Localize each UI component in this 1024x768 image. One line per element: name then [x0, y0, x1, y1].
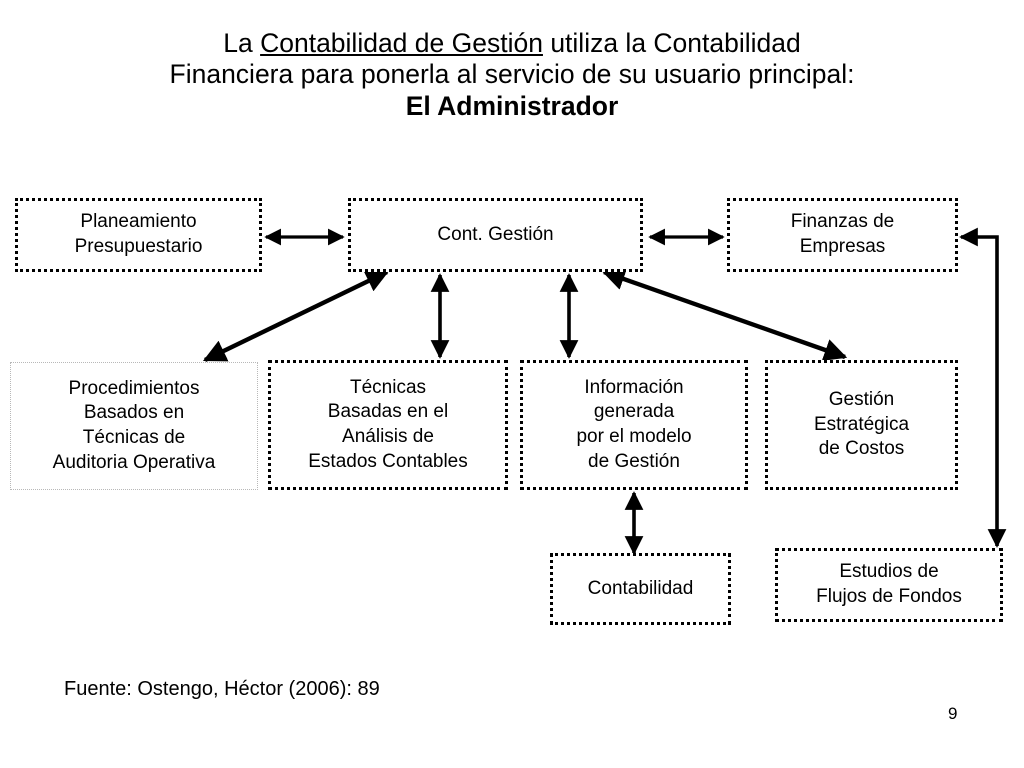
node-gestion-estrategica-costos-label: Gestión Estratégica de Costos [813, 388, 910, 460]
node-cont-gestion-label: Cont. Gestión [437, 223, 554, 245]
edge-estudios-finanzas-elbow [959, 227, 1007, 548]
edge-contgestion-procedimientos [202, 270, 390, 362]
slide-title: La Contabilidad de Gestión utiliza la Co… [0, 28, 1024, 122]
node-gestion-estrategica-costos[interactable]: Gestión Estratégica de Costos [765, 360, 958, 490]
node-tecnicas-estados-contables[interactable]: Técnicas Basadas en el Análisis de Estad… [268, 360, 508, 490]
title-line-1: La Contabilidad de Gestión utiliza la Co… [0, 28, 1024, 59]
node-informacion-generada[interactable]: Información generada por el modelo de Ge… [520, 360, 748, 490]
title-line-1-post: utiliza la Contabilidad [542, 28, 801, 58]
title-line-1-underlined: Contabilidad de Gestión [260, 28, 543, 58]
page-number: 9 [948, 704, 958, 723]
node-estudios-flujos-fondos-label: Estudios de Flujos de Fondos [816, 561, 962, 607]
node-contabilidad-label: Contabilidad [587, 577, 694, 599]
title-line-1-pre: La [223, 28, 261, 58]
node-finanzas-de-empresas-label: Finanzas de Empresas [790, 211, 895, 257]
node-contabilidad[interactable]: Contabilidad [550, 553, 731, 625]
node-procedimientos-auditoria-label: Procedimientos Basados en Técnicas de Au… [52, 377, 216, 473]
node-informacion-generada-label: Información generada por el modelo de Ge… [576, 376, 692, 472]
node-planeamiento-presupuestario-label: Planeamiento Presupuestario [74, 211, 203, 257]
source-citation: Fuente: Ostengo, Héctor (2006): 89 [64, 678, 380, 700]
title-line-2: Financiera para ponerla al servicio de s… [169, 59, 855, 90]
node-procedimientos-auditoria[interactable]: Procedimientos Basados en Técnicas de Au… [10, 362, 258, 490]
node-cont-gestion[interactable]: Cont. Gestión [348, 198, 643, 272]
title-line-3: El Administrador [405, 90, 619, 121]
edge-contgestion-gestioncostos [601, 268, 848, 361]
node-tecnicas-estados-contables-label: Técnicas Basadas en el Análisis de Estad… [308, 376, 468, 472]
node-planeamiento-presupuestario[interactable]: Planeamiento Presupuestario [15, 198, 262, 272]
node-finanzas-de-empresas[interactable]: Finanzas de Empresas [727, 198, 958, 272]
node-estudios-flujos-fondos[interactable]: Estudios de Flujos de Fondos [775, 548, 1003, 622]
